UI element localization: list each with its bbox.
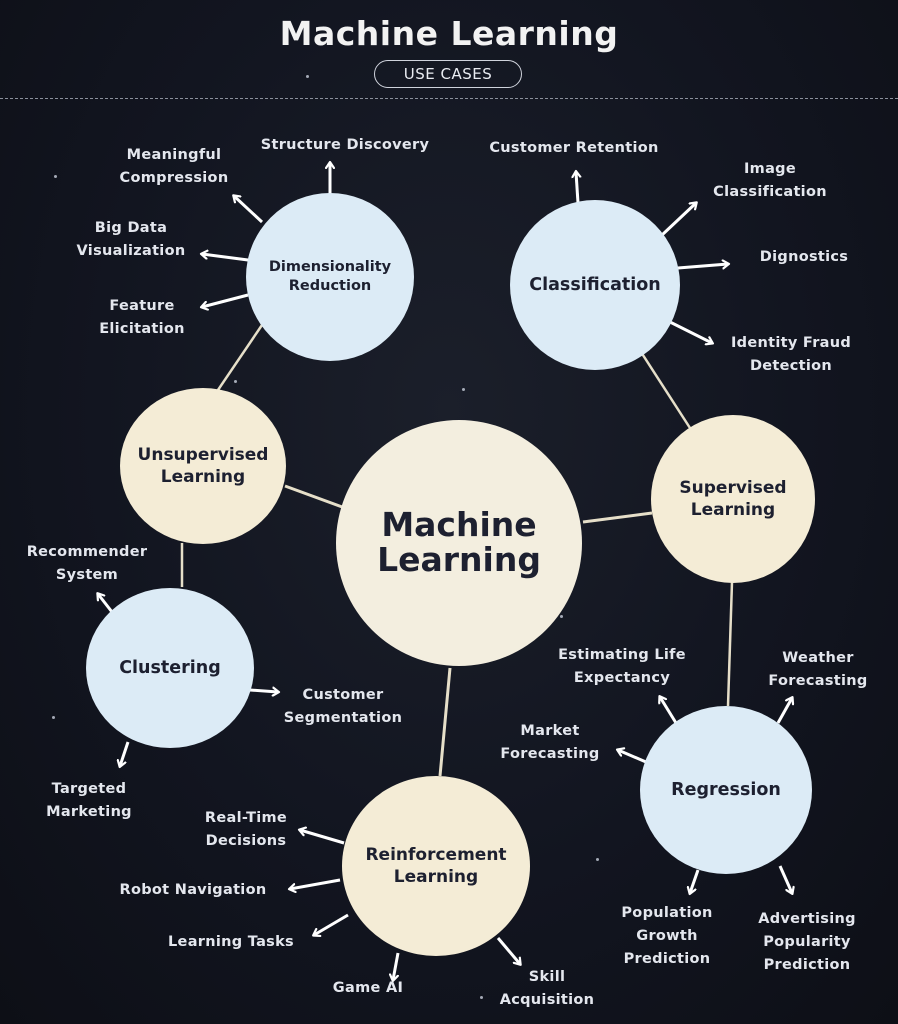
use-case-big-data-visualization: Big Data Visualization [76,220,186,259]
use-case-skill-acquisition: Skill Acquisition [499,969,595,1008]
arrow-meaningful-compression [234,196,264,224]
arrow-game-ai [393,952,400,980]
arrow-robot-navigation [290,878,341,889]
page-title: Machine Learning [279,14,619,53]
star-decoration [560,615,563,618]
use-case-recommender-system: Recommender System [26,544,148,583]
node-dimensionality-reduction: Dimensionality Reduction [246,193,414,361]
node-reinforcement-learning: Reinforcement Learning [342,776,530,956]
use-case-robot-navigation: Robot Navigation [119,882,267,898]
use-case-market-forecasting: Market Forecasting [500,723,600,762]
star-decoration [462,388,465,391]
arrow-customer-retention [576,172,578,204]
arrow-targeted-marketing [120,741,130,766]
arrow-skill-acquisition [496,937,520,964]
link-center-unsupervised [284,484,346,510]
use-case-weather-forecasting: Weather Forecasting [768,650,868,689]
arrow-image-classification [660,203,696,237]
arrow-identity-fraud [669,320,712,343]
use-case-structure-discovery: Structure Discovery [260,137,430,153]
use-case-estimating-life-expectancy: Estimating Life Expectancy [558,647,686,686]
use-case-customer-segmentation: Customer Segmentation [283,687,403,726]
star-decoration [234,380,237,383]
arrow-advertising-popularity [778,865,792,893]
star-decoration [596,858,599,861]
link-center-reinforcement [438,667,452,777]
node-clustering: Clustering [86,588,254,748]
node-supervised-learning: Supervised Learning [651,415,815,583]
use-case-meaningful-compression: Meaningful Compression [119,147,229,186]
use-case-advertising-popularity-prediction: Advertising Popularity Prediction [758,911,856,973]
star-decoration [52,716,55,719]
node-unsupervised-learning: Unsupervised Learning [120,388,286,544]
use-case-population-growth-prediction: Population Growth Prediction [621,905,713,967]
use-case-identity-fraud-detection: Identity Fraud Detection [730,335,852,374]
arrow-market-forecasting [618,750,647,764]
link-unsupervised-dimensionality [216,324,264,391]
use-case-feature-elicitation: Feature Elicitation [99,298,185,337]
arrow-weather-forecasting [776,698,792,724]
arrow-big-data-visualization [202,254,249,262]
use-case-image-classification: Image Classification [713,161,827,200]
star-decoration [306,75,309,78]
header-divider [0,98,898,99]
arrow-learning-tasks [314,913,349,935]
link-supervised-regression [726,581,734,707]
use-case-customer-retention: Customer Retention [489,140,659,156]
use-case-targeted-marketing: Targeted Marketing [46,781,132,820]
node-classification: Classification [510,200,680,370]
arrow-life-expectancy [660,697,678,724]
node-regression: Regression [640,706,812,874]
use-case-real-time-decisions: Real-Time Decisions [204,810,288,849]
arrow-feature-elicitation [202,293,249,307]
subtitle-badge: USE CASES [374,60,522,88]
center-node-machine-learning: Machine Learning [336,420,582,666]
link-center-supervised [582,511,653,524]
arrow-dignostics [677,264,728,270]
use-case-learning-tasks: Learning Tasks [168,934,294,950]
link-supervised-classification [639,351,692,429]
arrow-real-time-decisions [300,830,345,845]
star-decoration [480,996,483,999]
star-decoration [54,175,57,178]
use-case-dignostics: Dignostics [759,249,849,265]
arrow-customer-segmentation [249,690,278,692]
arrow-recommender-system [98,594,114,613]
arrow-population-growth [690,869,700,893]
use-case-game-ai: Game AI [332,980,404,996]
